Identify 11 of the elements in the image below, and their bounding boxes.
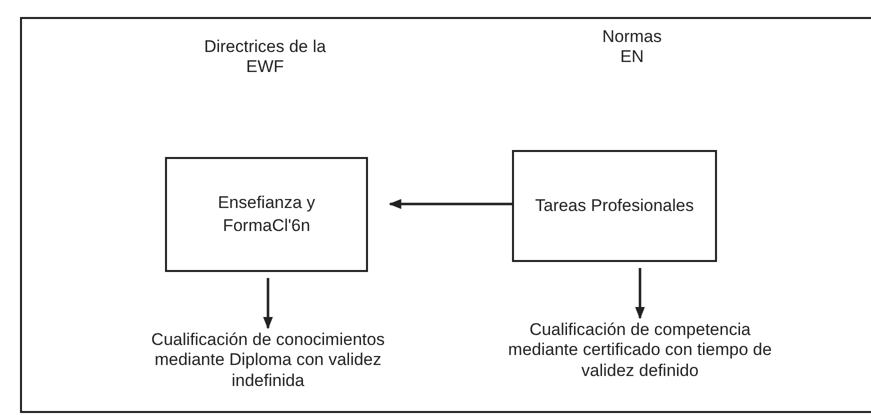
result-text: Cualificación de conocimientos mediante Diploma con validez indefinida <box>150 330 386 392</box>
arrow <box>263 278 273 330</box>
arrow <box>635 268 645 320</box>
process-box <box>512 150 717 262</box>
box-label: Ensefianza y FormaCl'6n <box>216 192 316 236</box>
arrow <box>388 199 512 209</box>
column-heading: Directrices de la EWF <box>203 37 327 78</box>
box-label: Tareas Profesionales <box>535 194 694 217</box>
column-heading: Normas EN <box>601 27 663 68</box>
result-text: Cualificación de competencia mediante certificado con tiempo de validez definido <box>507 320 773 382</box>
process-box <box>165 157 368 272</box>
